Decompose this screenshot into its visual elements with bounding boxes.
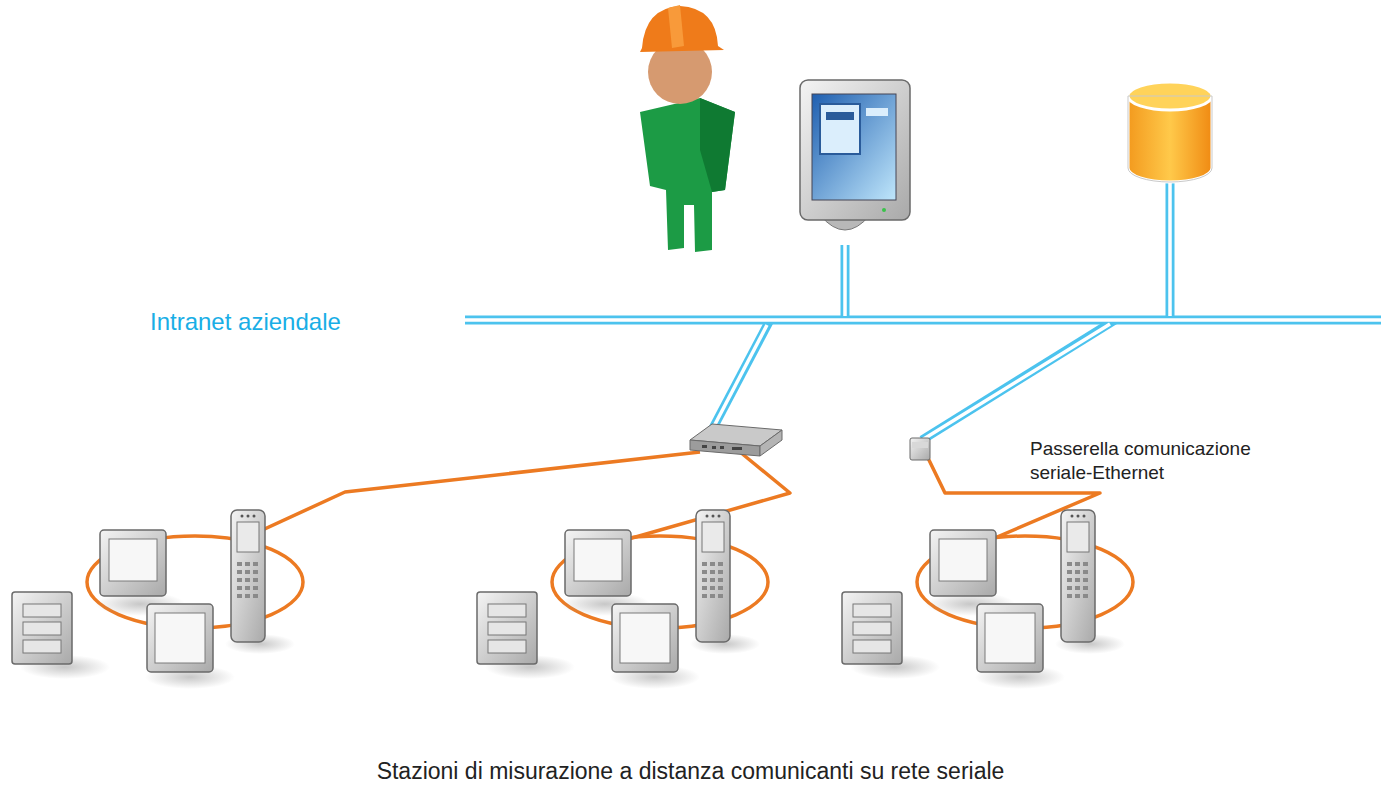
station-group	[842, 510, 1133, 689]
intranet-bus	[465, 180, 1381, 440]
gateway	[910, 438, 930, 460]
workstation	[800, 80, 910, 230]
caption: Stazioni di misurazione a distanza comun…	[0, 757, 1381, 786]
switch	[690, 424, 782, 456]
gateway-label: Passerella comunicazione seriale-Etherne…	[1030, 437, 1300, 485]
serial-lines	[245, 452, 1100, 540]
operator	[640, 5, 735, 252]
database	[1128, 82, 1212, 182]
network-label: Intranet aziendale	[150, 307, 450, 337]
station-group	[477, 510, 768, 689]
station-group	[12, 510, 303, 689]
